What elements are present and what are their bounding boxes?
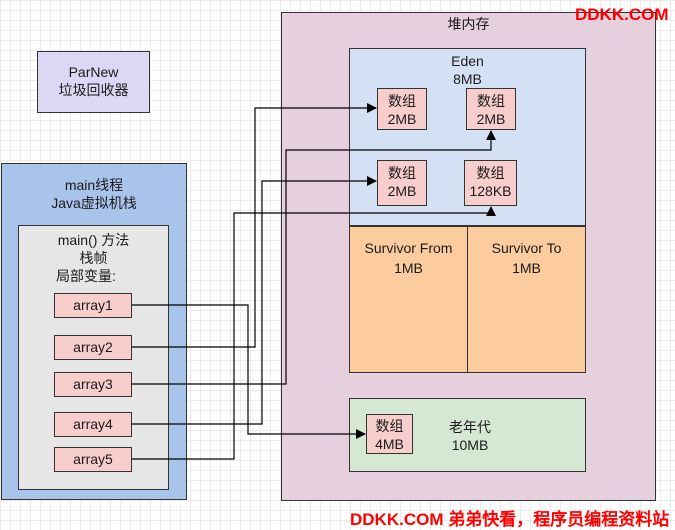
- arrow-array5-to-eden-object-4: [132, 206, 496, 460]
- arrow-array2-to-eden-object-1: [132, 103, 377, 348]
- old-gen-name: 老年代: [449, 419, 491, 435]
- local-var-array3: array3: [54, 372, 132, 397]
- arrow-array3-to-eden-object-2: [132, 130, 496, 385]
- old-gen-size: 10MB: [451, 437, 489, 453]
- survivor-from-size: 1MB: [394, 260, 423, 276]
- old-gen-object: 数组 4MB: [366, 414, 413, 454]
- local-var-array4: array4: [54, 412, 132, 437]
- object-size: 2MB: [387, 183, 417, 199]
- eden-name: Eden: [451, 53, 484, 69]
- parnew-collector-box: ParNew 垃圾回收器: [37, 51, 150, 113]
- thread-stack-label: Java虚拟机栈: [51, 195, 137, 211]
- eden-object-1: 数组 2MB: [377, 88, 427, 130]
- object-label: 数组: [388, 93, 416, 109]
- survivor-from-region: Survivor From 1MB: [349, 226, 468, 373]
- heap-title: 堆内存: [447, 16, 490, 32]
- local-var-array1: array1: [54, 293, 132, 318]
- arrow-array1-to-old-object: [132, 304, 366, 439]
- object-size: 2MB: [387, 111, 417, 127]
- frame-label: 栈帧: [79, 250, 108, 266]
- eden-size: 8MB: [453, 71, 482, 87]
- survivor-to-name: Survivor To: [491, 240, 562, 256]
- local-var-array2: array2: [54, 335, 132, 360]
- object-label: 数组: [477, 93, 505, 109]
- object-label: 数组: [388, 165, 416, 181]
- parnew-desc: 垃圾回收器: [58, 82, 129, 98]
- frame-locals-label: 局部变量:: [56, 268, 116, 284]
- local-var-array5: array5: [54, 447, 132, 472]
- object-size: 128KB: [469, 183, 512, 199]
- survivor-to-region: Survivor To 1MB: [467, 226, 586, 373]
- object-size: 2MB: [476, 111, 506, 127]
- eden-object-2: 数组 2MB: [466, 88, 516, 130]
- object-size: 4MB: [375, 436, 404, 452]
- object-label: 数组: [476, 165, 505, 181]
- watermark-top: DDKK.COM: [575, 5, 669, 24]
- arrow-array4-to-eden-object-3: [132, 176, 377, 425]
- survivor-from-name: Survivor From: [364, 240, 453, 256]
- survivor-to-size: 1MB: [512, 260, 541, 276]
- eden-object-4: 数组 128KB: [464, 160, 517, 206]
- object-label: 数组: [375, 418, 404, 434]
- parnew-name: ParNew: [68, 64, 119, 80]
- frame-method: main() 方法: [57, 232, 130, 248]
- eden-object-3: 数组 2MB: [377, 160, 427, 206]
- thread-name: main线程: [64, 177, 124, 193]
- watermark-bottom: DDKK.COM 弟弟快看，程序员编程资料站: [350, 510, 670, 529]
